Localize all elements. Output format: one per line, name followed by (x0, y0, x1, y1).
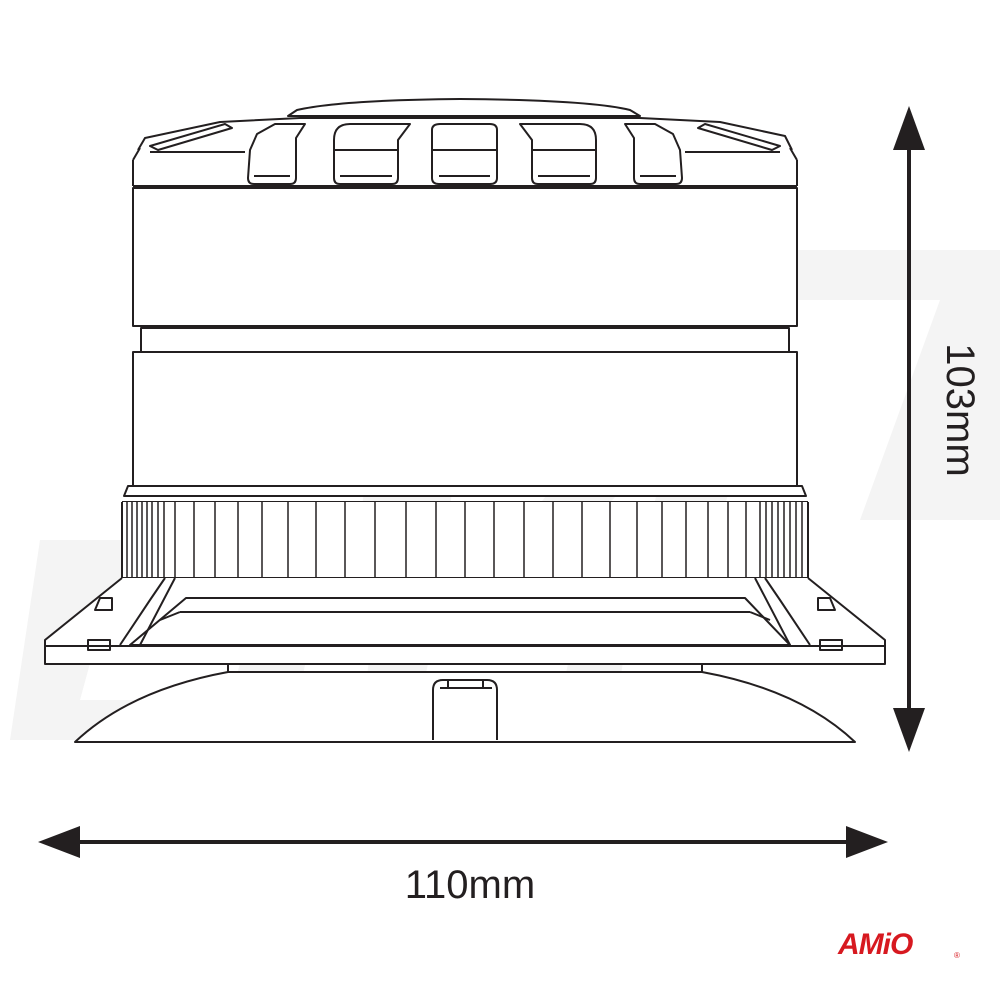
height-dimension-arrow (893, 106, 925, 752)
ribbed-collar (121, 485, 809, 582)
upper-lens (132, 187, 798, 327)
brand-name: AMiO (837, 928, 913, 961)
flange-base (44, 577, 886, 665)
width-dimension-arrow (38, 826, 888, 858)
registered-mark: ® (954, 951, 960, 960)
top-cap (287, 98, 641, 117)
beacon-lamp (44, 98, 886, 743)
lower-lens (132, 351, 798, 487)
brand-logo: AMiO ® (837, 928, 960, 961)
release-tab (432, 679, 498, 740)
height-dimension-label: 103mm (938, 343, 982, 477)
vent-louvers (132, 117, 798, 187)
width-dimension-label: 110mm (404, 863, 536, 907)
middle-ring (140, 327, 790, 353)
